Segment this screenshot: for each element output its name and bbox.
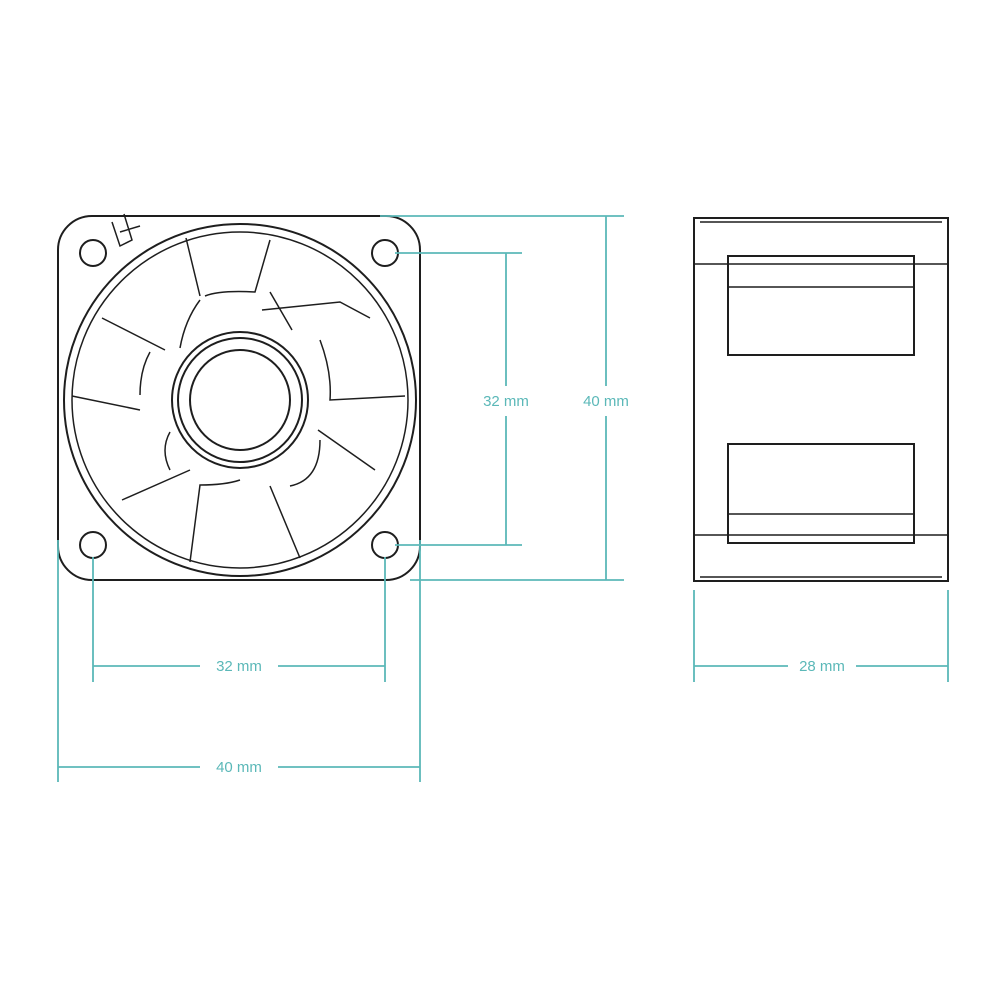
dim-label-depth: 28 mm (799, 658, 845, 675)
housing-ring-outer (63, 223, 417, 577)
side-label-window-top (727, 255, 915, 356)
hub-inner (189, 349, 291, 451)
mounting-hole-top-left (79, 239, 107, 267)
hub-outer (171, 331, 309, 469)
mounting-hole-top-right (371, 239, 399, 267)
side-view (693, 217, 949, 582)
cable-notch (111, 213, 141, 248)
mounting-hole-bottom-right (371, 531, 399, 559)
housing-ring-inner (71, 231, 409, 569)
dimension-lines (57, 215, 949, 782)
side-label-window-bottom (727, 443, 915, 544)
dim-label-overall-width: 40 mm (216, 759, 262, 776)
fan-frame (57, 215, 421, 581)
front-view (57, 213, 421, 581)
dim-label-overall-height: 40 mm (583, 393, 629, 410)
dim-label-hole-spacing-horizontal: 32 mm (216, 658, 262, 675)
fan-blades (71, 237, 406, 563)
side-body (693, 217, 949, 582)
mounting-hole-bottom-left (79, 531, 107, 559)
dim-label-hole-spacing-vertical: 32 mm (483, 393, 529, 410)
hub-mid (177, 337, 303, 463)
